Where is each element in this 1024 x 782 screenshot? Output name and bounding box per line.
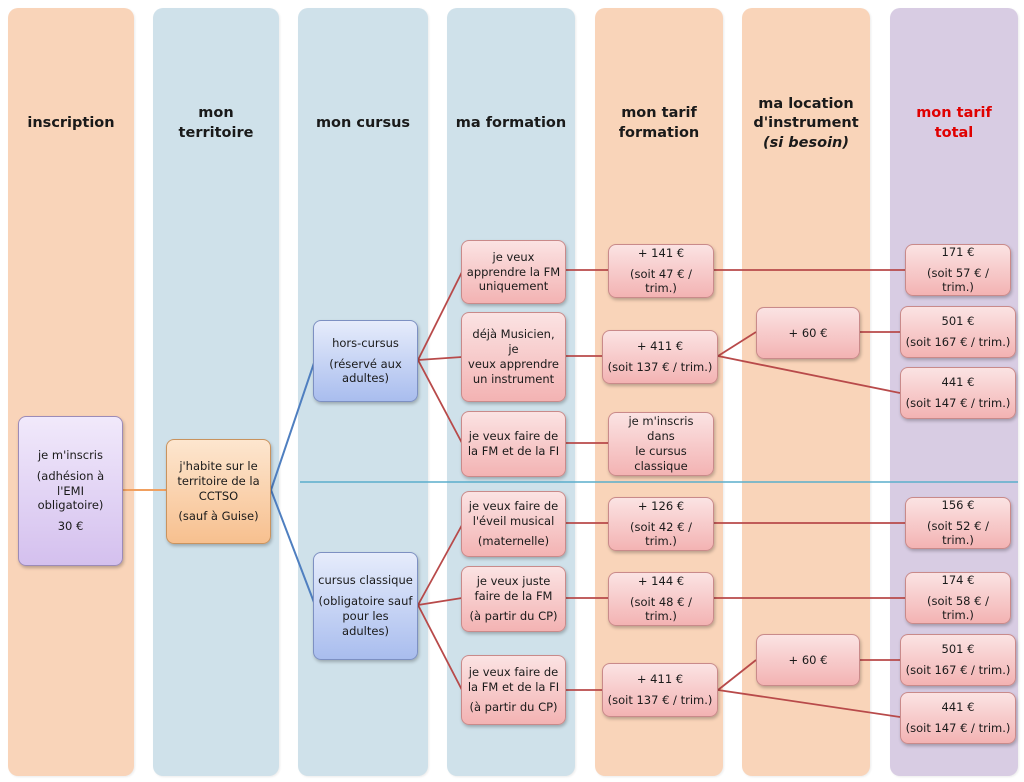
tarif-141-box: + 141 € (soit 47 € / trim.) (608, 244, 714, 298)
column-header-tarif-formation: mon tarif formation (618, 105, 700, 141)
tarif-inscription-classique-box: je m'inscris dans le cursus classique (608, 412, 714, 476)
total-501-hors-box: 501 € (soit 167 € / trim.) (900, 306, 1016, 358)
total-174-box: 174 € (soit 58 € / trim.) (905, 572, 1011, 624)
column-header-location: ma location d'instrument (si besoin) (753, 95, 859, 151)
cursus-hors-box: hors-cursus (réservé aux adultes) (313, 320, 418, 402)
formation-justefm-box: je veux juste faire de la FM (à partir d… (461, 566, 566, 632)
location-60-classique-box: + 60 € (756, 634, 860, 686)
inscription-line2: (adhésion à (36, 468, 105, 483)
inscription-line3: l'EMI (57, 483, 84, 498)
formation-musicien-box: déjà Musicien, je veux apprendre un inst… (461, 312, 566, 402)
location-60-hors-box: + 60 € (756, 307, 860, 359)
total-171-box: 171 € (soit 57 € / trim.) (905, 244, 1011, 296)
inscription-line1: je m'inscris (37, 447, 103, 462)
formation-fmfi-classique-box: je veux faire de la FM et de la FI (à pa… (461, 655, 566, 725)
territoire-line3: CCTSO (198, 488, 239, 503)
column-header-formation: ma formation (455, 115, 567, 132)
column-tarif-formation: mon tarif formation (595, 8, 723, 776)
tarif-144-box: + 144 € (soit 48 € / trim.) (608, 572, 714, 626)
inscription-box: je m'inscris (adhésion à l'EMI obligatoi… (18, 416, 123, 566)
connector-classique-justefm (417, 597, 463, 606)
formation-eveil-box: je veux faire de l'éveil musical (matern… (461, 491, 566, 557)
column-header-inscription: inscription (27, 115, 115, 132)
column-header-tarif-total: mon tarif total (916, 105, 992, 141)
connector-classique-fmfi (417, 604, 463, 691)
total-441-classique-box: 441 € (soit 147 € / trim.) (900, 692, 1016, 744)
column-inscription: inscription (8, 8, 134, 776)
connector-t411a-l1 (717, 331, 757, 357)
connector-classique-eveil (417, 524, 463, 606)
territoire-line2: territoire de la (177, 473, 260, 488)
column-header-territoire: mon territoire (178, 105, 254, 141)
tarif-411-classique-box: + 411 € (soit 137 € / trim.) (602, 663, 718, 717)
formation-fmfi-hors-box: je veux faire de la FM et de la FI (461, 411, 566, 477)
formation-fm-box: je veux apprendre la FM uniquement (461, 240, 566, 304)
connector-t411b-tt7 (717, 689, 901, 718)
column-header-cursus: mon cursus (315, 115, 411, 132)
column-territoire: mon territoire (153, 8, 279, 776)
total-156-box: 156 € (soit 52 € / trim.) (905, 497, 1011, 549)
cursus-classique-box: cursus classique (obligatoire sauf pour … (313, 552, 418, 660)
connector-t411a-tt3 (717, 355, 901, 394)
tarif-126-box: + 126 € (soit 42 € / trim.) (608, 497, 714, 551)
connector-hors-musicien (417, 356, 463, 361)
connector-hors-fmfi (417, 359, 463, 444)
connector-hors-fm (417, 271, 463, 361)
territoire-box: j'habite sur le territoire de la CCTSO (… (166, 439, 271, 544)
inscription-price: 30 € (57, 519, 84, 534)
connector-territoire-classique (270, 489, 316, 606)
connector-t411b-l2 (717, 659, 757, 691)
inscription-line4: obligatoire) (37, 498, 104, 513)
territoire-line4: (sauf à Guise) (178, 509, 259, 524)
territoire-line1: j'habite sur le (179, 458, 258, 473)
total-501-classique-box: 501 € (soit 167 € / trim.) (900, 634, 1016, 686)
tarif-411-hors-box: + 411 € (soit 137 € / trim.) (602, 330, 718, 384)
connector-territoire-hors (270, 359, 316, 491)
total-441-hors-box: 441 € (soit 147 € / trim.) (900, 367, 1016, 419)
